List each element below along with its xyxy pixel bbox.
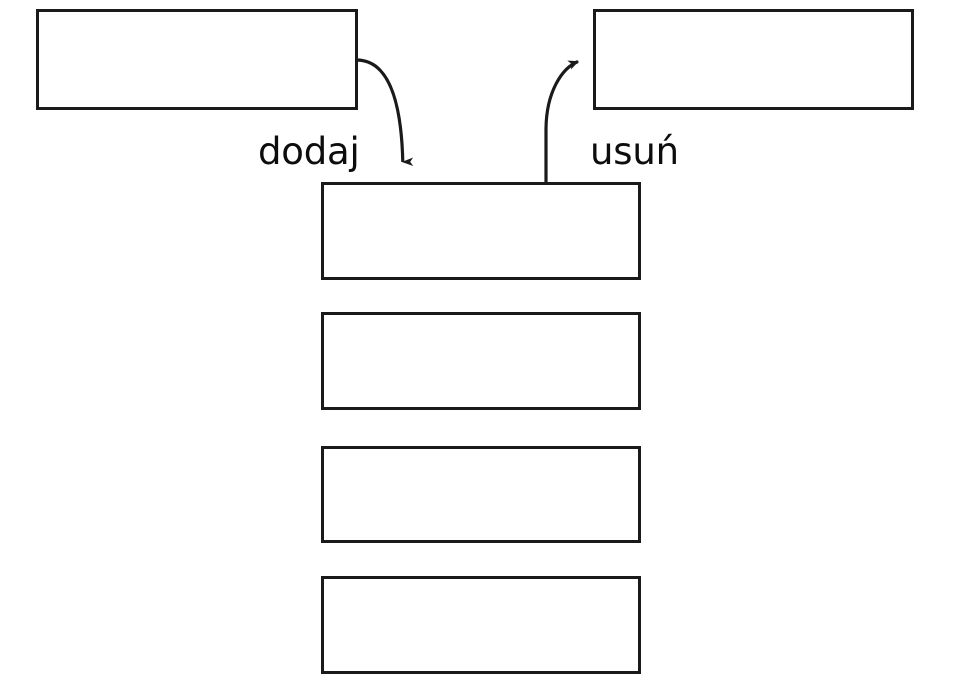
sink-box[interactable]	[593, 9, 914, 110]
stack-slot-4[interactable]	[321, 576, 641, 674]
edge-label-usun: usuń	[590, 130, 679, 173]
stack-slot-1[interactable]	[321, 182, 641, 280]
edge-usun-arrow	[544, 60, 579, 183]
stack-slot-3[interactable]	[321, 446, 641, 543]
source-box[interactable]	[36, 9, 358, 110]
edge-dodaj-arrow	[356, 58, 414, 166]
edge-label-dodaj: dodaj	[258, 130, 360, 173]
stack-slot-2[interactable]	[321, 312, 641, 410]
